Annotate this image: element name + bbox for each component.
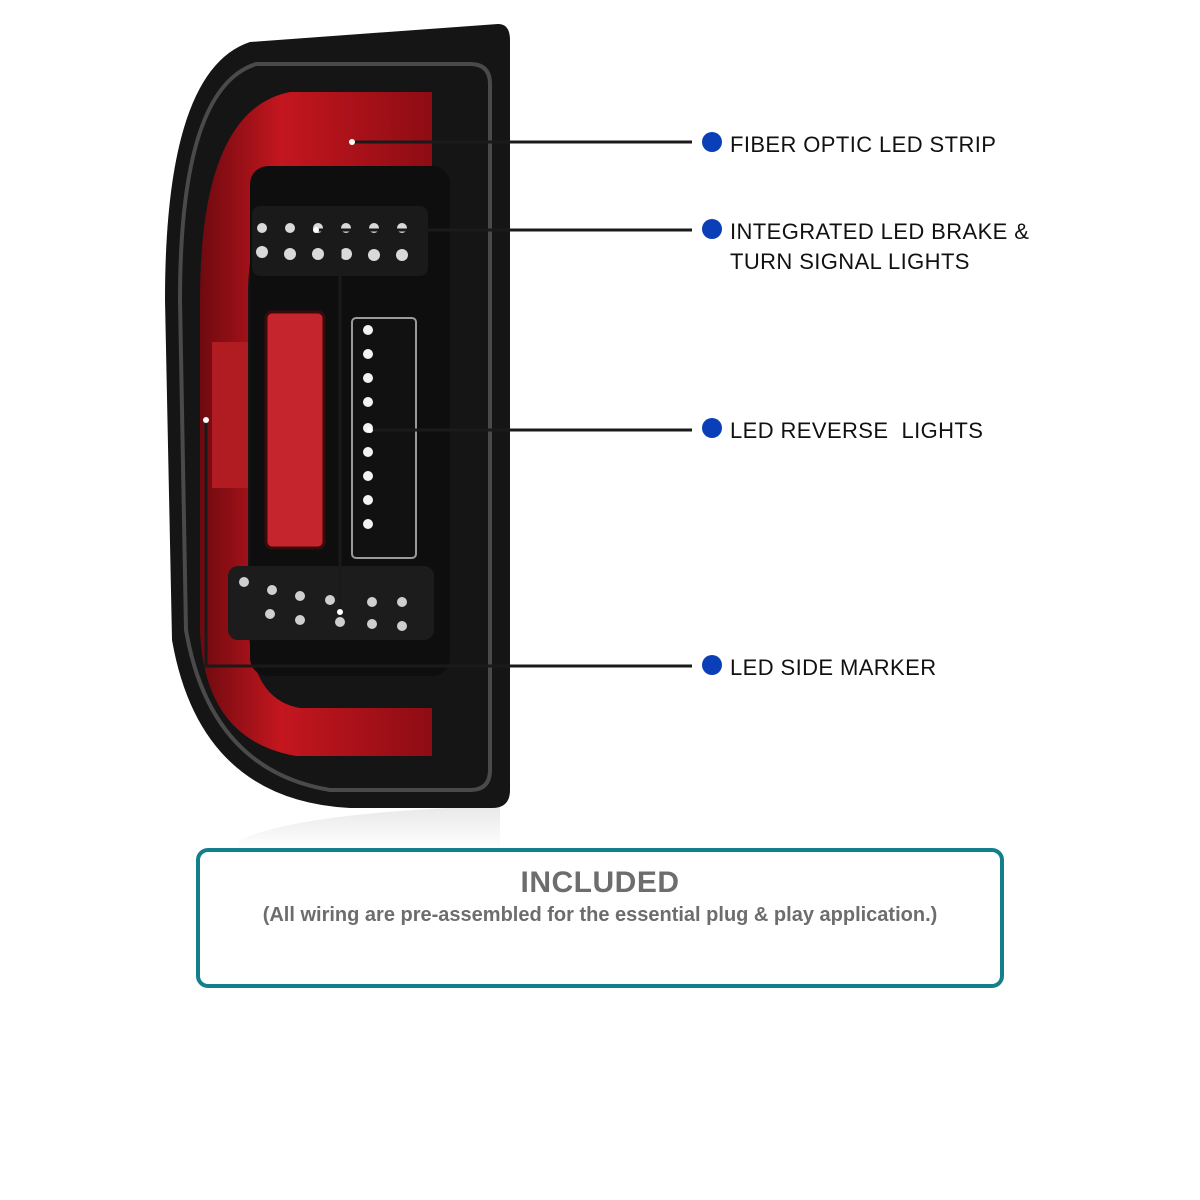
callout-reverse: LED REVERSE LIGHTS bbox=[702, 416, 983, 446]
callout-brake-turn: INTEGRATED LED BRAKE & TURN SIGNAL LIGHT… bbox=[702, 217, 1029, 277]
bullet-icon bbox=[702, 132, 722, 152]
bullet-icon bbox=[702, 655, 722, 675]
bullet-icon bbox=[702, 418, 722, 438]
bullet-icon bbox=[702, 219, 722, 239]
lower-led-dots bbox=[239, 577, 407, 631]
leader-line-ends bbox=[203, 139, 373, 615]
callout-fiber-optic: FIBER OPTIC LED STRIP bbox=[702, 130, 996, 160]
reverse-light-housing bbox=[351, 317, 417, 559]
reverse-led-dots bbox=[363, 325, 373, 529]
side-reflector bbox=[212, 342, 248, 488]
housing-trim bbox=[177, 62, 492, 792]
callout-label: LED SIDE MARKER bbox=[730, 655, 937, 680]
callout-label: LED REVERSE LIGHTS bbox=[730, 418, 984, 443]
callout-label: FIBER OPTIC LED STRIP bbox=[730, 132, 997, 157]
leader-lines bbox=[204, 140, 692, 668]
included-box: INCLUDED (All wiring are pre-assembled f… bbox=[196, 848, 1004, 988]
callout-label: INTEGRATED LED BRAKE & TURN SIGNAL LIGHT… bbox=[730, 219, 1030, 274]
included-subtitle: (All wiring are pre-assembled for the es… bbox=[262, 904, 938, 926]
red-reflector bbox=[264, 310, 326, 550]
callout-side-marker: LED SIDE MARKER bbox=[702, 653, 937, 683]
included-title: INCLUDED bbox=[520, 866, 680, 899]
floor-reflection bbox=[236, 806, 500, 850]
